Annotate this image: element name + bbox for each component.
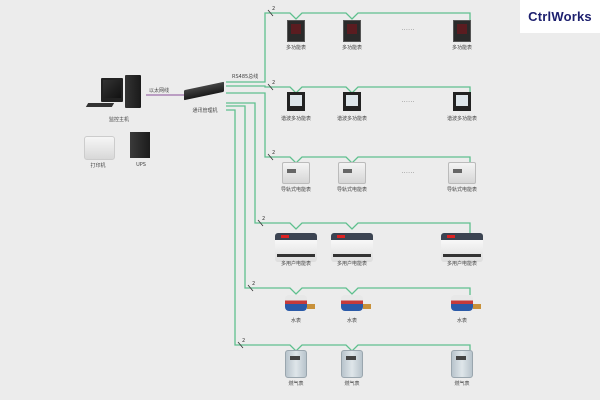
din-rail-meter-label: 导轨式电能表 — [336, 187, 368, 193]
din-rail-meter-icon — [338, 162, 366, 184]
multifunction-meter-label: 多功能表 — [451, 45, 473, 51]
more-devices-ellipsis: ...... — [401, 24, 415, 32]
pc-tower-icon — [125, 75, 141, 108]
multifunction-meter-icon — [287, 20, 305, 42]
rs485-bus-line — [226, 12, 471, 83]
gas-meter-label: 燃气表 — [288, 381, 304, 387]
rs485-bus-line — [226, 92, 471, 164]
bus-wire-count-mark — [247, 284, 254, 292]
rs485-bus-line — [226, 85, 471, 94]
multifunction-meter-label: 多功能表 — [341, 45, 363, 51]
multifunction-meter-label: 多功能表 — [285, 45, 307, 51]
printer-icon — [84, 136, 115, 160]
water-meter-icon — [451, 295, 481, 311]
din-rail-meter-label: 导轨式电能表 — [446, 187, 478, 193]
multi-user-meter-icon — [441, 233, 483, 262]
gas-meter-icon — [341, 350, 363, 378]
ethernet-label: 以太网线 — [149, 88, 170, 94]
bus-wire-count-mark — [237, 341, 244, 349]
bus-wire-count: 2 — [262, 216, 265, 222]
harmonic-meter-icon — [453, 92, 471, 111]
harmonic-meter-label: 谐波多功能表 — [280, 116, 312, 122]
multi-user-meter-label: 多用户电能表 — [336, 261, 368, 267]
ups-icon — [130, 132, 150, 158]
harmonic-meter-icon — [287, 92, 305, 111]
more-devices-ellipsis: ...... — [401, 96, 415, 104]
rs485-bus-label: RS485总线 — [232, 74, 259, 80]
bus-wire-count: 2 — [272, 150, 275, 156]
host-label: 监控主机 — [108, 117, 130, 123]
din-rail-meter-icon — [448, 162, 476, 184]
water-meter-label: 水表 — [290, 318, 302, 324]
multi-user-meter-icon — [331, 233, 373, 262]
water-meter-label: 水表 — [456, 318, 468, 324]
gas-meter-label: 燃气表 — [344, 381, 360, 387]
bus-wire-count-mark — [267, 153, 274, 161]
multi-user-meter-icon — [275, 233, 317, 262]
multifunction-meter-icon — [343, 20, 361, 42]
bus-wire-count-mark — [267, 9, 274, 17]
bus-wire-count-mark — [257, 219, 264, 227]
gas-meter-icon — [451, 350, 473, 378]
harmonic-meter-label: 谐波多功能表 — [336, 116, 368, 122]
bus-wire-count: 2 — [272, 80, 275, 86]
communication-manager-label: 通讯管理机 — [192, 108, 218, 114]
din-rail-meter-label: 导轨式电能表 — [280, 187, 312, 193]
rs485-bus-line — [226, 105, 471, 295]
bus-wire-count-mark — [267, 83, 274, 91]
gas-meter-icon — [285, 350, 307, 378]
keyboard-icon — [85, 103, 115, 107]
bus-wire-count: 2 — [242, 338, 245, 344]
more-devices-ellipsis: ...... — [401, 167, 415, 175]
printer-label: 打印机 — [90, 163, 106, 169]
multi-user-meter-label: 多用户电能表 — [280, 261, 312, 267]
monitor-icon — [101, 78, 123, 102]
multifunction-meter-icon — [453, 20, 471, 42]
bus-wire-count: 2 — [252, 281, 255, 287]
rs485-bus-line — [226, 102, 471, 233]
rs485-bus-line — [226, 109, 471, 352]
harmonic-meter-icon — [343, 92, 361, 111]
water-meter-icon — [285, 295, 315, 311]
ctrlworks-logo: CtrlWorks — [520, 0, 600, 33]
ups-label: UPS — [136, 162, 146, 168]
harmonic-meter-label: 谐波多功能表 — [446, 116, 478, 122]
water-meter-label: 水表 — [346, 318, 358, 324]
bus-wire-count: 2 — [272, 6, 275, 12]
gas-meter-label: 燃气表 — [454, 381, 470, 387]
logo-text: CtrlWorks — [528, 9, 592, 24]
water-meter-icon — [341, 295, 371, 311]
din-rail-meter-icon — [282, 162, 310, 184]
multi-user-meter-label: 多用户电能表 — [446, 261, 478, 267]
